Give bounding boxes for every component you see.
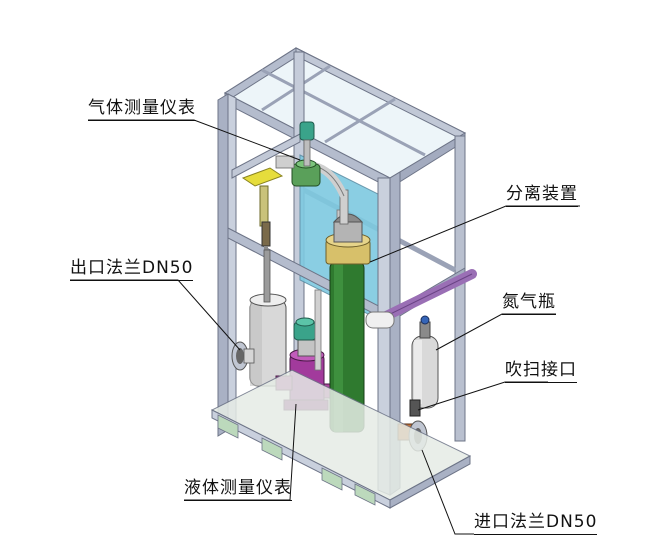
outlet-flange — [231, 341, 255, 371]
nitrogen-bottle — [411, 315, 439, 409]
separator-label: 分离装置 — [506, 184, 578, 207]
frame-top — [223, 47, 467, 189]
gas-meter — [275, 121, 348, 198]
inlet-flange-label: 进口法兰DN50 — [474, 512, 598, 535]
leader-separator — [369, 205, 580, 263]
gas-meter-label: 气体测量仪表 — [88, 98, 196, 121]
leader-inlet-flange — [421, 449, 474, 535]
liquid-meter-label: 液体测量仪表 — [184, 478, 292, 501]
base-skid — [210, 369, 472, 509]
outlet-flange-label: 出口法兰DN50 — [70, 258, 194, 281]
nitrogen-bottle-label: 氮气瓶 — [502, 292, 556, 315]
leader-nitrogen-bottle — [435, 313, 556, 351]
frame-left-posts — [217, 93, 237, 437]
purge-port-label: 吹扫接口 — [505, 360, 577, 383]
nitrogen-line — [365, 269, 477, 329]
yellow-bracket — [241, 167, 284, 227]
leader-outlet-flange — [70, 279, 241, 351]
outlet-vessel — [249, 249, 287, 387]
purge-port — [409, 399, 421, 417]
separator — [325, 189, 371, 433]
